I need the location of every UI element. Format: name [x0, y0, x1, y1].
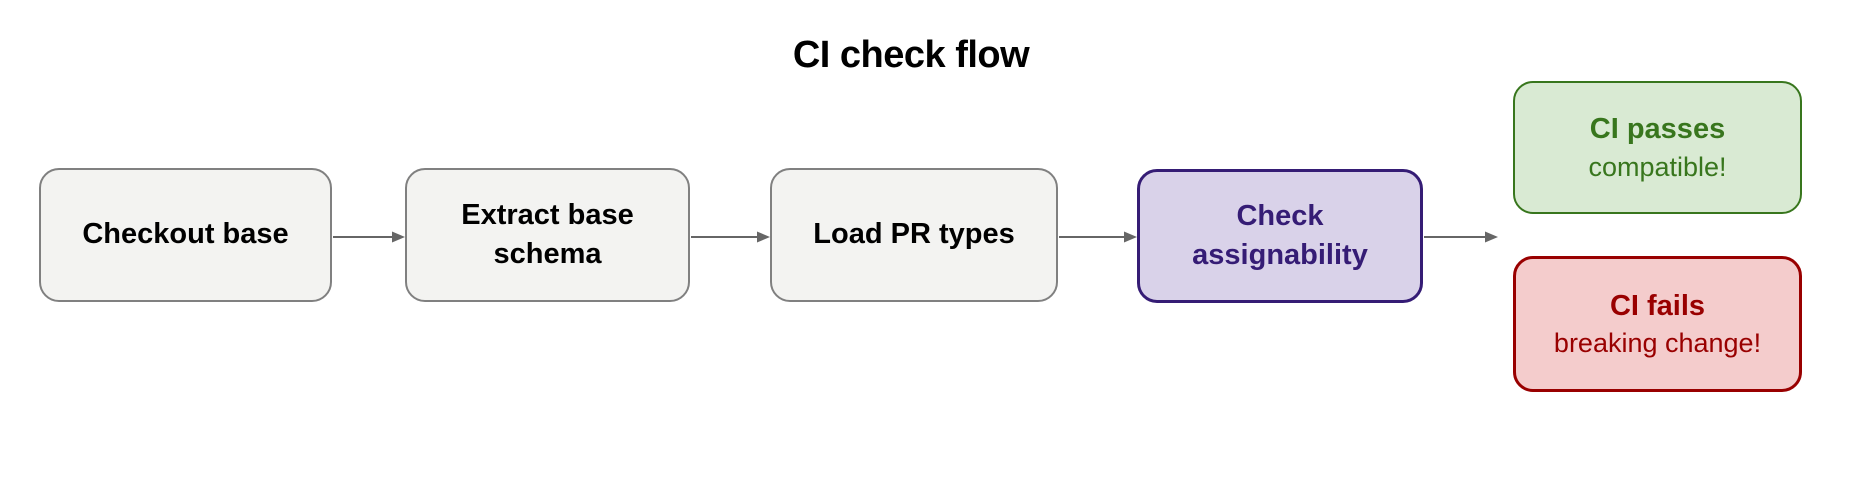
node-check-assignability: Check assignability [1137, 169, 1423, 303]
node-ci-fails: CI fails breaking change! [1513, 256, 1802, 392]
node-load-pr-types: Load PR types [770, 168, 1058, 302]
arrow-check-to-outcomes [1424, 231, 1498, 243]
arrow-load-to-check [1059, 231, 1137, 243]
node-sublabel: compatible! [1588, 151, 1727, 182]
node-label: CI passes [1589, 113, 1726, 146]
node-label: CI fails [1609, 289, 1706, 322]
arrow-extract-to-load [691, 231, 770, 243]
node-label: Extract base schema [461, 198, 634, 270]
node-extract-base-schema: Extract base schema [405, 168, 690, 302]
node-label: Check assignability [1192, 199, 1368, 271]
node-checkout-base: Checkout base [39, 168, 332, 302]
diagram-title: CI check flow [792, 34, 1030, 76]
node-sublabel: breaking change! [1553, 328, 1762, 359]
node-ci-passes: CI passes compatible! [1513, 81, 1802, 214]
arrow-checkout-to-extract [333, 231, 405, 243]
node-label: Load PR types [813, 218, 1015, 251]
node-label: Checkout base [82, 218, 289, 251]
